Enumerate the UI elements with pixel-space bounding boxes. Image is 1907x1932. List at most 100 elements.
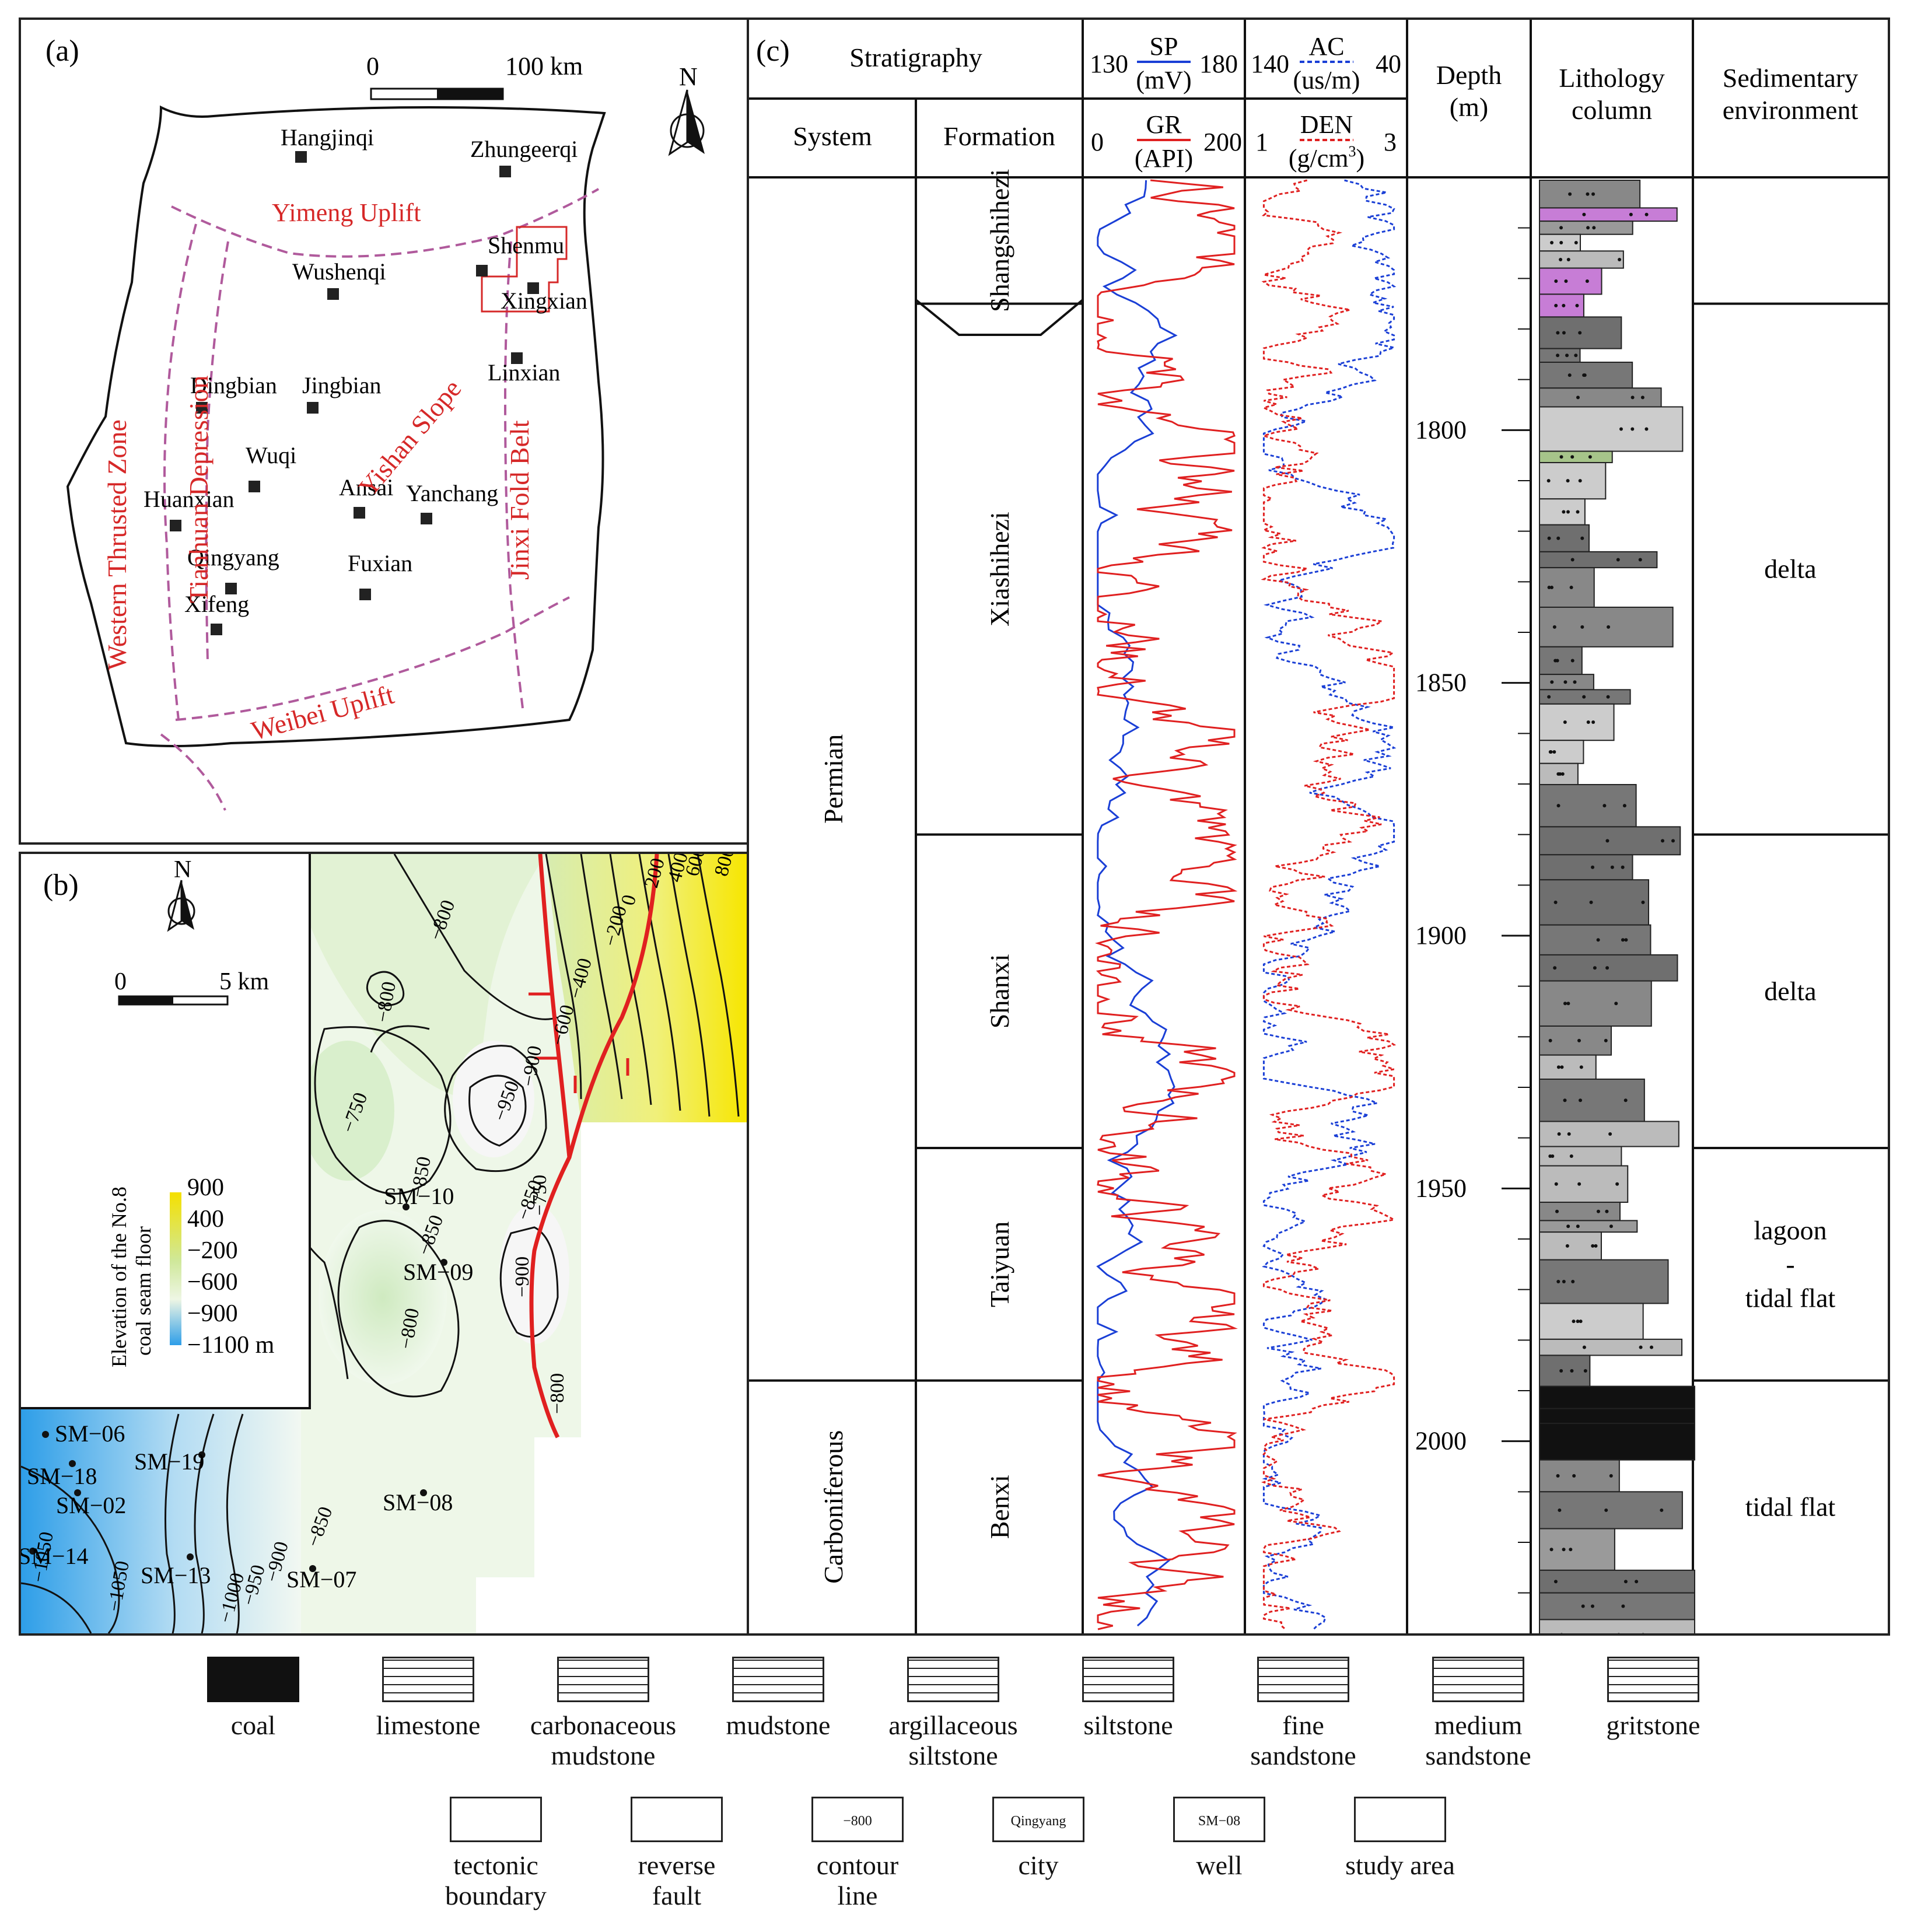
well-marker <box>440 1259 447 1266</box>
well-label: SM−09 <box>403 1259 473 1285</box>
legend-label: tectonic <box>453 1850 538 1880</box>
legend-label: gritstone <box>1606 1710 1700 1740</box>
svg-text:(API): (API) <box>1135 144 1193 173</box>
legend-swatch <box>1432 1657 1524 1702</box>
environment-label: lagoon <box>1754 1215 1826 1245</box>
city-markers <box>170 151 539 635</box>
formation-label: Shangshihezi <box>985 169 1014 312</box>
svg-text:(us/m): (us/m) <box>1293 66 1360 94</box>
city-label: Wuqi <box>246 442 296 468</box>
city-label: Yanchang <box>406 480 498 506</box>
city-label: Wushenqi <box>292 258 386 285</box>
header-system: System <box>793 121 872 151</box>
city-marker <box>511 352 523 364</box>
colorbar-tick: −1100 m <box>187 1332 275 1359</box>
well-marker <box>420 1489 427 1496</box>
city-label: Huanxian <box>144 486 235 512</box>
legend-swatch <box>1257 1657 1349 1702</box>
svg-text:100 km: 100 km <box>505 52 583 80</box>
well-log-svg: (c) Stratigraphy System Formation Depth … <box>749 20 1888 1633</box>
well-marker <box>198 1451 205 1458</box>
environment-label: delta <box>1764 554 1816 584</box>
svg-text:3: 3 <box>1384 128 1397 156</box>
legend-label: mudstone <box>726 1710 831 1740</box>
svg-text:column: column <box>1572 95 1652 125</box>
north-arrow-b: N <box>167 856 195 932</box>
svg-text:(mV): (mV) <box>1136 66 1191 94</box>
colorbar-tick: 400 <box>187 1206 224 1233</box>
city-label: Fuxian <box>348 550 412 576</box>
well-marker <box>309 1565 316 1572</box>
city-marker <box>170 520 181 531</box>
legend-swatch <box>1082 1657 1174 1702</box>
well-marker <box>187 1553 194 1560</box>
legend-label: boundary <box>445 1881 547 1910</box>
legend-label: mudstone <box>551 1741 656 1770</box>
city-marker <box>327 288 339 300</box>
svg-text:130: 130 <box>1090 50 1128 78</box>
den-header: 1 DEN (g/cm3) 3 <box>1255 110 1397 173</box>
legend-swatch: SM−08 <box>1173 1797 1265 1842</box>
colorbar <box>170 1192 181 1345</box>
formation-label: Xiashihezi <box>985 512 1014 626</box>
header-depth: Depth <box>1436 60 1502 90</box>
ac-header: 140 AC (us/m) 40 <box>1251 32 1401 94</box>
depth-tick: 1950 <box>1415 1174 1467 1202</box>
panel-b-label: (b) <box>43 869 79 902</box>
colorbar-tick: −600 <box>187 1269 238 1296</box>
formation-label: Benxi <box>985 1475 1014 1539</box>
legend-item: study area <box>1313 1797 1488 1881</box>
legend-label: fault <box>652 1881 702 1910</box>
log-grid <box>749 20 1888 1633</box>
region-label: Jinxi Fold Belt <box>505 420 534 580</box>
legend-label: well <box>1196 1850 1243 1880</box>
legend-swatch <box>631 1797 723 1842</box>
environment-label: tidal flat <box>1745 1492 1836 1521</box>
legend-label: sandstone <box>1250 1741 1356 1770</box>
city-marker <box>249 481 260 492</box>
legend-swatch <box>207 1657 299 1702</box>
legend-swatch: −800 <box>811 1797 904 1842</box>
wells: SM−10SM−09SM−08SM−07SM−06SM−19SM−18SM−02… <box>21 1183 473 1592</box>
city-label: Jingbian <box>302 372 382 398</box>
legend-swatch <box>450 1797 542 1842</box>
scale-bar-a: 0 100 km <box>366 52 583 100</box>
legend-label: sandstone <box>1425 1741 1531 1770</box>
depth-tick: 2000 <box>1415 1427 1467 1455</box>
legend-label: argillaceous <box>888 1710 1018 1740</box>
legend-label: city <box>1018 1850 1059 1880</box>
svg-text:DEN: DEN <box>1300 110 1353 139</box>
legend-swatch <box>557 1657 649 1702</box>
svg-text:coal seam floor: coal seam floor <box>132 1226 155 1356</box>
svg-text:N: N <box>174 856 191 883</box>
svg-text:200: 200 <box>1203 128 1242 156</box>
legend-label: carbonaceous <box>530 1710 677 1740</box>
legend-label: medium <box>1434 1710 1523 1740</box>
tectonic-boundaries <box>160 188 599 811</box>
colorbar-tick: −900 <box>187 1300 238 1327</box>
legend-label: fine <box>1282 1710 1324 1740</box>
well-marker <box>69 1460 76 1467</box>
well-label: SM−08 <box>383 1489 453 1516</box>
city-marker <box>476 265 488 276</box>
svg-text:0: 0 <box>114 968 127 995</box>
legend-label: study area <box>1345 1850 1455 1880</box>
well-label: SM−13 <box>141 1562 211 1588</box>
contour-map-svg: SM−10SM−09SM−08SM−07SM−06SM−19SM−18SM−02… <box>21 854 747 1633</box>
legend-label: siltstone <box>908 1741 998 1770</box>
legend-swatch <box>1354 1797 1446 1842</box>
svg-text:1: 1 <box>1255 128 1268 156</box>
city-label: Xingxian <box>501 288 587 314</box>
lithology-column <box>1539 180 1695 1633</box>
city-label: Linxian <box>488 359 560 386</box>
